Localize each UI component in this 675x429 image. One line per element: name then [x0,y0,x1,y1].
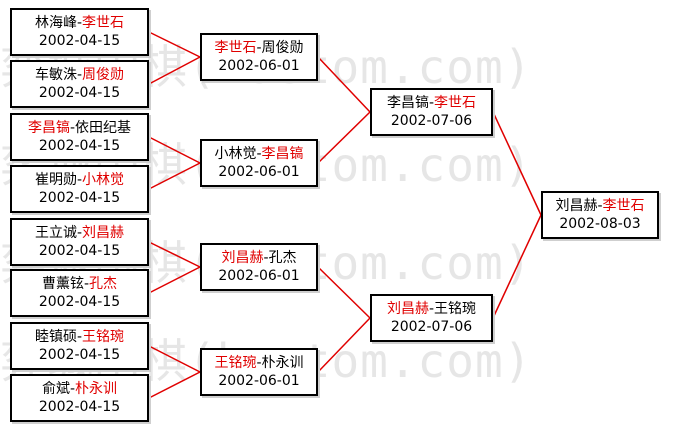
match-date: 2002-04-15 [38,243,121,259]
match-box: 刘昌赫-孔杰 2002-06-01 [200,243,318,291]
player-name: 睦镇硕 [34,329,77,345]
match-date: 2002-06-01 [218,268,300,284]
match-date: 2002-06-01 [218,58,300,74]
bracket-line [148,241,201,268]
bracket-line [148,371,201,399]
bracket-line [492,111,542,216]
player-name: 朴永训 [261,355,304,371]
bracket-line [148,136,201,164]
player-name: 林海峰 [34,15,77,31]
winner-name: 李昌镐 [27,120,70,136]
winner-name: 李世石 [434,95,477,111]
match-date: 2002-04-15 [38,33,121,49]
match-box: 林海峰-李世石 2002-04-15 [10,8,149,56]
bracket-line [148,345,201,373]
bracket-line [317,56,371,113]
match-box: 王铭琬-朴永训 2002-06-01 [200,348,318,396]
match-box: 曹薰铉-孔杰 2002-04-15 [10,269,149,317]
winner-name: 孔杰 [89,276,118,292]
match-box: 李昌镐-依田纪基 2002-04-15 [10,113,149,161]
player-name: 小林觉 [214,146,257,162]
match-date: 2002-04-15 [38,190,121,206]
winner-name: 李世石 [214,40,257,56]
winner-name: 王铭琬 [214,355,257,371]
bracket-line [148,31,201,58]
bracket-line [148,56,201,85]
player-name: 曹薰铉 [41,276,84,292]
winner-name: 李世石 [82,15,125,31]
match-date: 2002-04-15 [38,347,121,363]
match-date: 2002-07-06 [390,319,473,335]
match-box: 俞斌-朴永训 2002-04-15 [10,374,149,422]
winner-name: 王铭琬 [82,329,125,345]
match-date: 2002-07-06 [390,113,473,129]
player-name: 俞斌 [41,381,70,397]
winner-name: 刘昌赫 [386,301,429,317]
match-box: 睦镇硕-王铭琬 2002-04-15 [10,322,149,370]
winner-name: 朴永训 [75,381,118,397]
match-date: 2002-06-01 [218,164,300,180]
match-box: 崔明勋-小林觉 2002-04-15 [10,165,149,213]
winner-name: 李昌镐 [261,146,304,162]
player-name: 王铭琬 [434,301,477,317]
match-box: 李世石-周俊勋 2002-06-01 [200,33,318,81]
match-date: 2002-04-15 [38,294,121,310]
match-box: 刘昌赫-王铭琬 2002-07-06 [370,294,493,342]
bracket-line [148,162,201,190]
winner-name: 刘昌赫 [82,225,125,241]
player-name: 依田纪基 [75,120,132,136]
player-name: 王立诚 [34,225,77,241]
bracket-line [317,317,371,373]
bracket-line [492,214,542,319]
match-box: 王立诚-刘昌赫 2002-04-15 [10,218,149,266]
winner-name: 周俊勋 [82,67,125,83]
bracket-line [148,266,201,294]
player-name: 周俊勋 [261,40,304,56]
player-name: 李昌镐 [386,95,429,111]
match-date: 2002-06-01 [218,373,300,389]
player-name: 刘昌赫 [555,198,598,214]
player-name: 车敏洙 [34,67,77,83]
match-date: 2002-04-15 [38,85,121,101]
winner-name: 小林觉 [82,172,125,188]
winner-name: 刘昌赫 [221,250,264,266]
bracket-line [317,111,371,164]
final-match-box: 刘昌赫-李世石 2002-08-03 [541,191,659,239]
player-name: 崔明勋 [34,172,77,188]
bracket-line [317,266,371,319]
winner-name: 李世石 [602,198,645,214]
match-box: 李昌镐-李世石 2002-07-06 [370,88,493,136]
player-name: 孔杰 [268,250,297,266]
match-box: 车敏洙-周俊勋 2002-04-15 [10,60,149,108]
match-box: 小林觉-李昌镐 2002-06-01 [200,139,318,187]
match-date: 2002-08-03 [559,216,641,232]
match-date: 2002-04-15 [38,138,121,154]
match-date: 2002-04-15 [38,399,121,415]
